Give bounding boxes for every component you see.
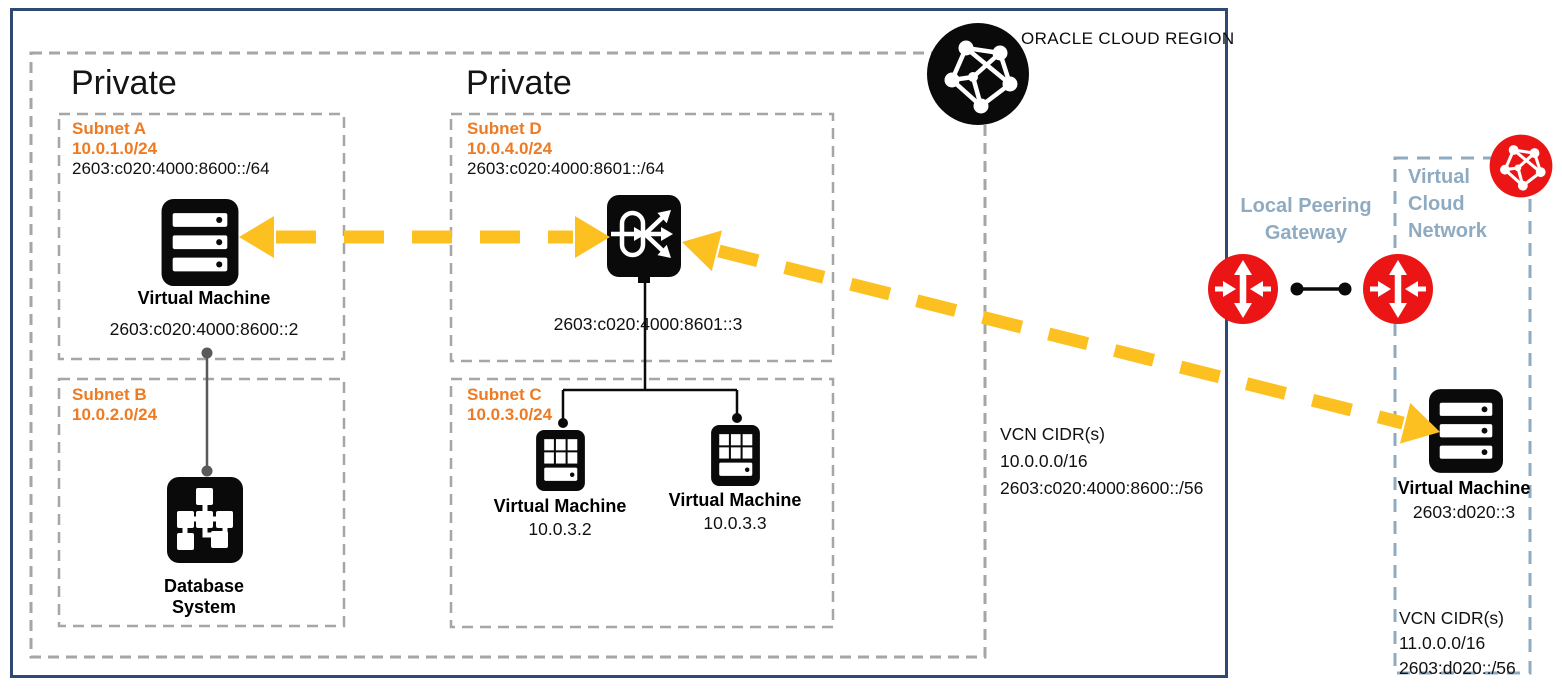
vm2-ip: 10.0.3.3 xyxy=(703,513,767,533)
connector-dot xyxy=(1290,282,1304,296)
vm-a-label: Virtual Machine xyxy=(137,288,271,308)
router-ip: 2603:c020:4000:8601::3 xyxy=(553,314,743,334)
subnet-a-name: Subnet A xyxy=(72,119,146,138)
database-label-line1: Database xyxy=(163,576,245,596)
subnet-c-labels: Subnet C 10.0.3.0/24 xyxy=(467,385,552,425)
subnet-b-name: Subnet B xyxy=(72,385,147,404)
vm-right-ip: 2603:d020::3 xyxy=(1412,502,1516,522)
vm-compute-icon-1 xyxy=(536,430,585,491)
vcn-right-cidr-line2: 2603:d020::/56 xyxy=(1399,658,1516,678)
lpg-label-line1: Local Peering xyxy=(1240,195,1372,217)
vcn-right-cidr-block: VCN CIDR(s) 11.0.0.0/16 2603:d020::/56 xyxy=(1399,606,1516,681)
subnet-d-labels: Subnet D 10.0.4.0/24 2603:c020:4000:8601… xyxy=(467,119,665,179)
oracle-cloud-region-label: ORACLE CLOUD REGION xyxy=(1021,29,1235,48)
vm1-label: Virtual Machine xyxy=(493,496,627,516)
subnet-c-cidr4: 10.0.3.0/24 xyxy=(467,405,553,424)
subnet-d-cidr6: 2603:c020:4000:8601::/64 xyxy=(467,159,665,178)
subnet-c-name: Subnet C xyxy=(467,385,542,404)
vcn-right-title: Virtual Cloud Network xyxy=(1408,164,1487,245)
vcn-right-cidr-line1: 11.0.0.0/16 xyxy=(1399,633,1486,653)
vcn-main-cidr-block: VCN CIDR(s) 10.0.0.0/16 2603:c020:4000:8… xyxy=(1000,421,1203,502)
local-peering-gateway-label: Local Peering Gateway xyxy=(1216,193,1396,247)
subnet-a-cidr4: 10.0.1.0/24 xyxy=(72,139,158,158)
vcn-right-title-line1: Virtual xyxy=(1408,166,1470,188)
local-peering-gateway-icon-left xyxy=(1208,254,1278,324)
lpg-label-line2: Gateway xyxy=(1264,222,1348,244)
subnet-a-cidr6: 2603:c020:4000:8600::/64 xyxy=(72,159,270,178)
vcn-main-cidr-title: VCN CIDR(s) xyxy=(1000,424,1105,444)
subnet-a-labels: Subnet A 10.0.1.0/24 2603:c020:4000:8600… xyxy=(72,119,270,179)
database-system-label: Database System xyxy=(59,576,349,618)
vcn-main-cidr-line2: 2603:c020:4000:8600::/56 xyxy=(1000,478,1204,498)
private-heading-left: Private xyxy=(71,64,177,102)
subnet-d-cidr4: 10.0.4.0/24 xyxy=(467,139,553,158)
local-peering-gateway-icon-right xyxy=(1363,254,1433,324)
vcn-right-cidr-title: VCN CIDR(s) xyxy=(1399,608,1504,628)
vm-server-icon-subnet-a xyxy=(161,199,239,286)
connector-dot xyxy=(1338,282,1352,296)
vm1-ip: 10.0.3.2 xyxy=(528,519,592,539)
vm2-label: Virtual Machine xyxy=(668,490,802,510)
vm-a-ip: 2603:c020:4000:8600::2 xyxy=(109,319,299,339)
vcn-right-red-icon xyxy=(1489,134,1553,198)
vm-right-label: Virtual Machine xyxy=(1397,478,1531,498)
subnet-b-labels: Subnet B 10.0.2.0/24 xyxy=(72,385,157,425)
database-label-line2: System xyxy=(171,597,237,617)
vm-server-icon-right-vcn xyxy=(1429,389,1503,473)
virtual-router-icon xyxy=(607,195,681,283)
subnet-d-name: Subnet D xyxy=(467,119,542,138)
subnet-b-cidr4: 10.0.2.0/24 xyxy=(72,405,158,424)
oracle-cloud-region-icon xyxy=(927,23,1029,125)
vcn-main-cidr-line1: 10.0.0.0/16 xyxy=(1000,451,1088,471)
private-heading-right: Private xyxy=(466,64,572,102)
vcn-right-title-line3: Network xyxy=(1408,220,1487,242)
database-system-icon xyxy=(167,477,243,563)
vm-compute-icon-2 xyxy=(711,425,760,486)
vcn-right-title-line2: Cloud xyxy=(1408,193,1465,215)
